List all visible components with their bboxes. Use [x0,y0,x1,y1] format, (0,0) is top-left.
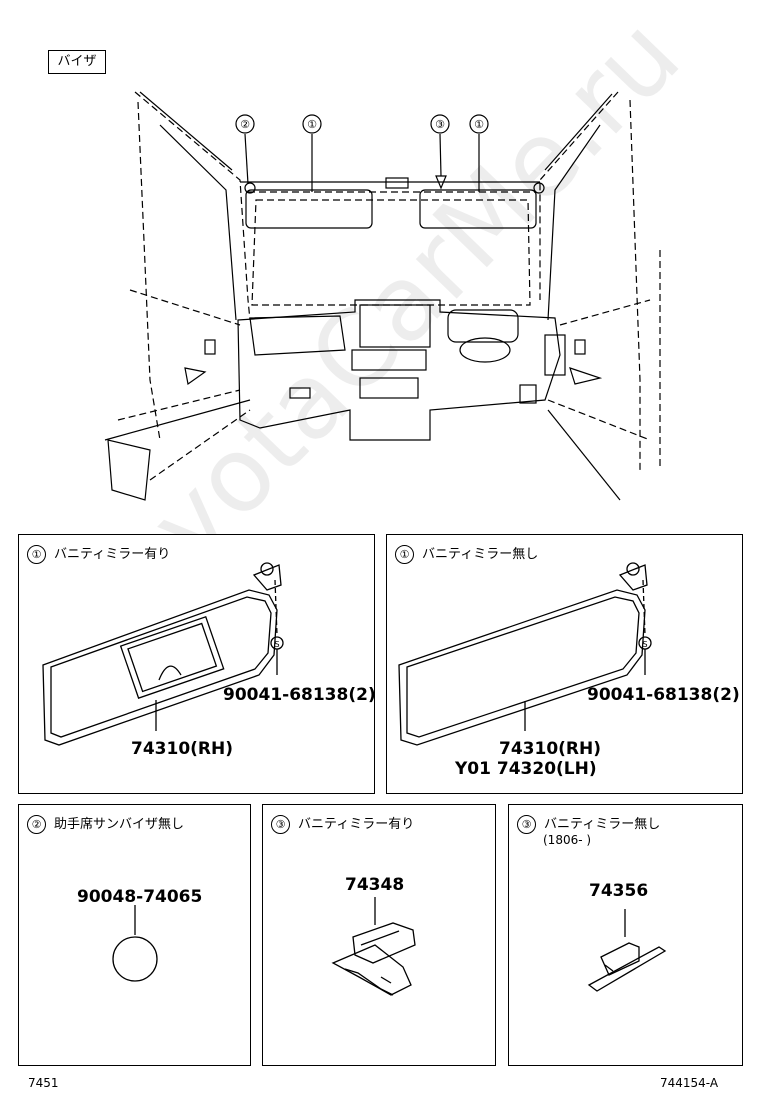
part-number-visor: 74310(RH) [131,739,233,759]
index-mark: ① [27,545,46,564]
panel-clip-with-mirror: ③ バニティミラー有り 74348 [262,804,496,1066]
panel-visor-without-mirror: ① バニティミラー無し S 90041-68138(2) 74310(RH) Y0… [386,534,743,794]
panel-title: 助手席サンバイザ無し [54,817,185,832]
panel-visor-holder: ② 助手席サンバイザ無し 90048-74065 [18,804,251,1066]
panel-visor-with-mirror: ① バニティミラー有り S 90041-68138(2) 74310(RH) [18,534,376,794]
callout-visor-right: ① [474,118,484,131]
callout-clip: ③ [435,118,445,131]
part-number-visor-lh: Y01 74320(LH) [455,759,597,779]
page-code: 7451 [28,1076,59,1090]
index-mark: ② [27,815,46,834]
figure-code: 744154-A [660,1076,719,1090]
index-mark: ① [395,545,414,564]
part-number-screw: 90041-68138(2) [587,685,740,705]
clip-with-mirror-drawing [331,897,416,996]
section-label: バイザ [48,50,106,74]
visor-with-mirror-drawing: S [42,562,284,746]
part-number-visor-rh: 74310(RH) [499,739,601,759]
index-mark: ③ [517,815,536,834]
part-number-screw: 90041-68138(2) [223,685,376,705]
visor-without-mirror-drawing: S [398,562,652,746]
callout-visor-holder: ② [240,118,250,131]
panel-title: バニティミラー無し [544,817,661,832]
clip-without-mirror-drawing [587,909,667,992]
part-number-holder: 90048-74065 [77,887,203,907]
cabin-illustration: ② ① ③ ① [104,91,661,501]
fastener-mark: S [274,640,279,649]
panel-title: バニティミラー有り [298,817,415,832]
panel-title: バニティミラー有り [54,547,171,562]
index-mark: ③ [271,815,290,834]
panel-clip-without-mirror: ③ バニティミラー無し (1806- ) 74356 [508,804,743,1066]
part-number-clip: 74348 [345,875,405,895]
part-number-clip: 74356 [589,881,649,901]
callout-visor-left: ① [307,118,317,131]
panel-subtitle: (1806- ) [543,833,592,847]
visor-holder-drawing [112,905,158,982]
fastener-mark: S [642,640,647,649]
panel-title: バニティミラー無し [422,547,539,562]
